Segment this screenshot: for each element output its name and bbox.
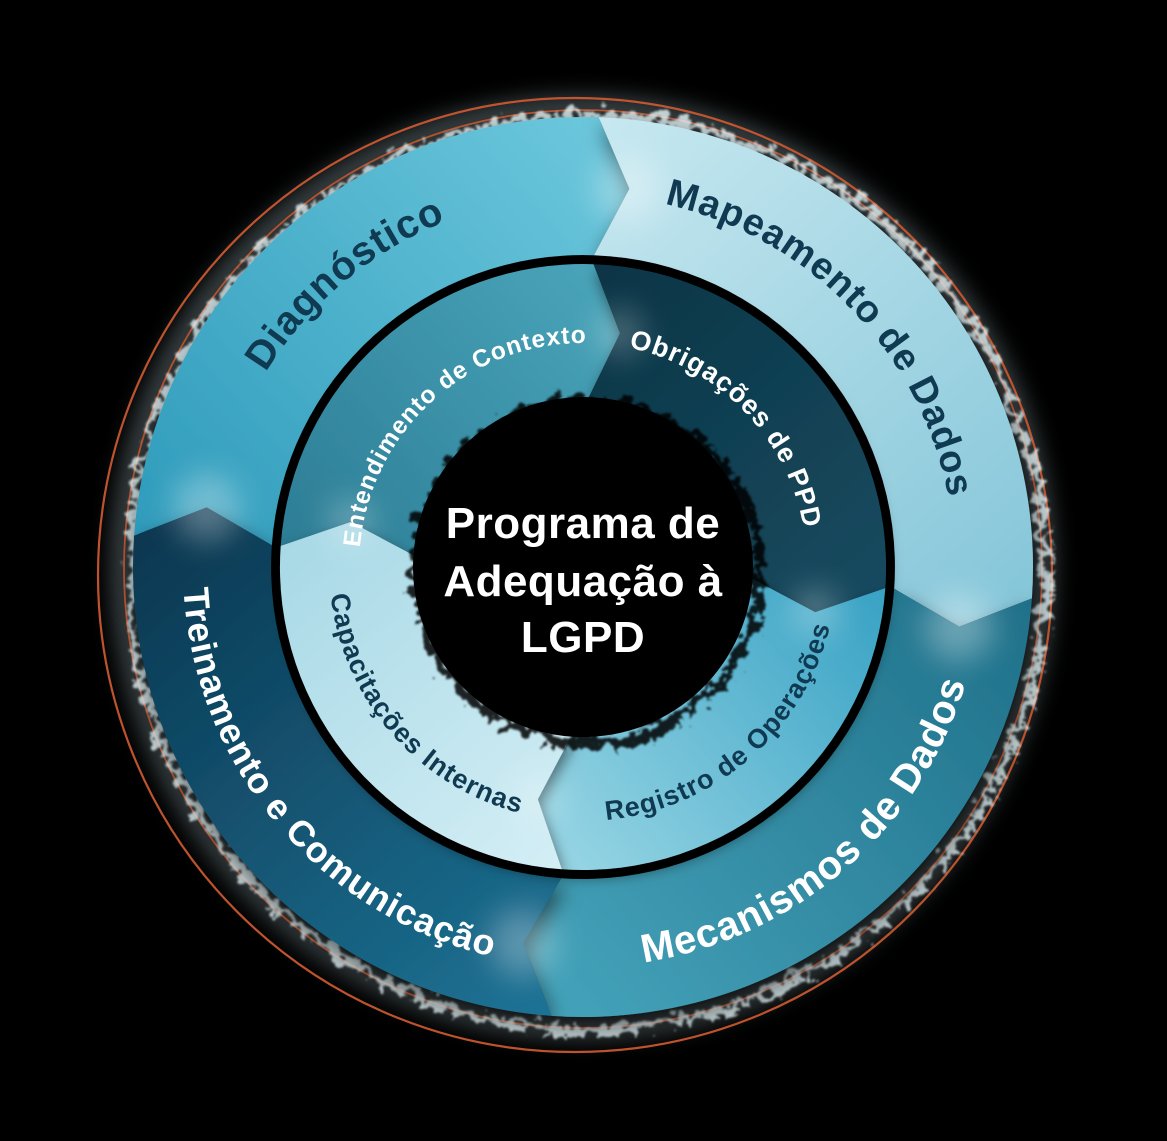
inner-segment-capacitacoes-internas [279,521,572,870]
fold-highlight [489,909,557,977]
fold-highlight [173,473,241,541]
outer-segment-mapeamento-de-dados [593,117,1033,627]
center-title-line2: Adequação à [443,557,722,606]
fold-highlight [596,309,644,357]
fold-highlight [514,775,562,823]
fold-highlights [173,155,993,977]
center-title-line1: Programa de [446,499,720,548]
outer-ring [133,117,1033,1017]
fold-highlight [791,588,839,636]
decor-ring-outer [96,96,1054,1054]
fold-highlight [925,593,993,661]
inner-segment-obrigacoes-de-ppd [588,264,887,613]
inner-ring [279,264,887,871]
center-rough-edge [406,390,760,744]
center-title: Programa de Adequação à LGPD [443,499,722,662]
fold-highlight [327,498,375,546]
center-title-line3: LGPD [521,613,645,662]
inner-segment-registro-de-operacoes [537,578,886,871]
speckle-rim [121,105,1045,1029]
outer-segment-treinamento-e-comunicacao [133,507,562,1016]
inner-segment-entendimento-de-contexto [280,264,620,556]
outer-segment-diagnostico [134,117,630,546]
outer-segment-mecanismos-de-dados [523,588,1032,1017]
fold-highlight [595,155,663,223]
